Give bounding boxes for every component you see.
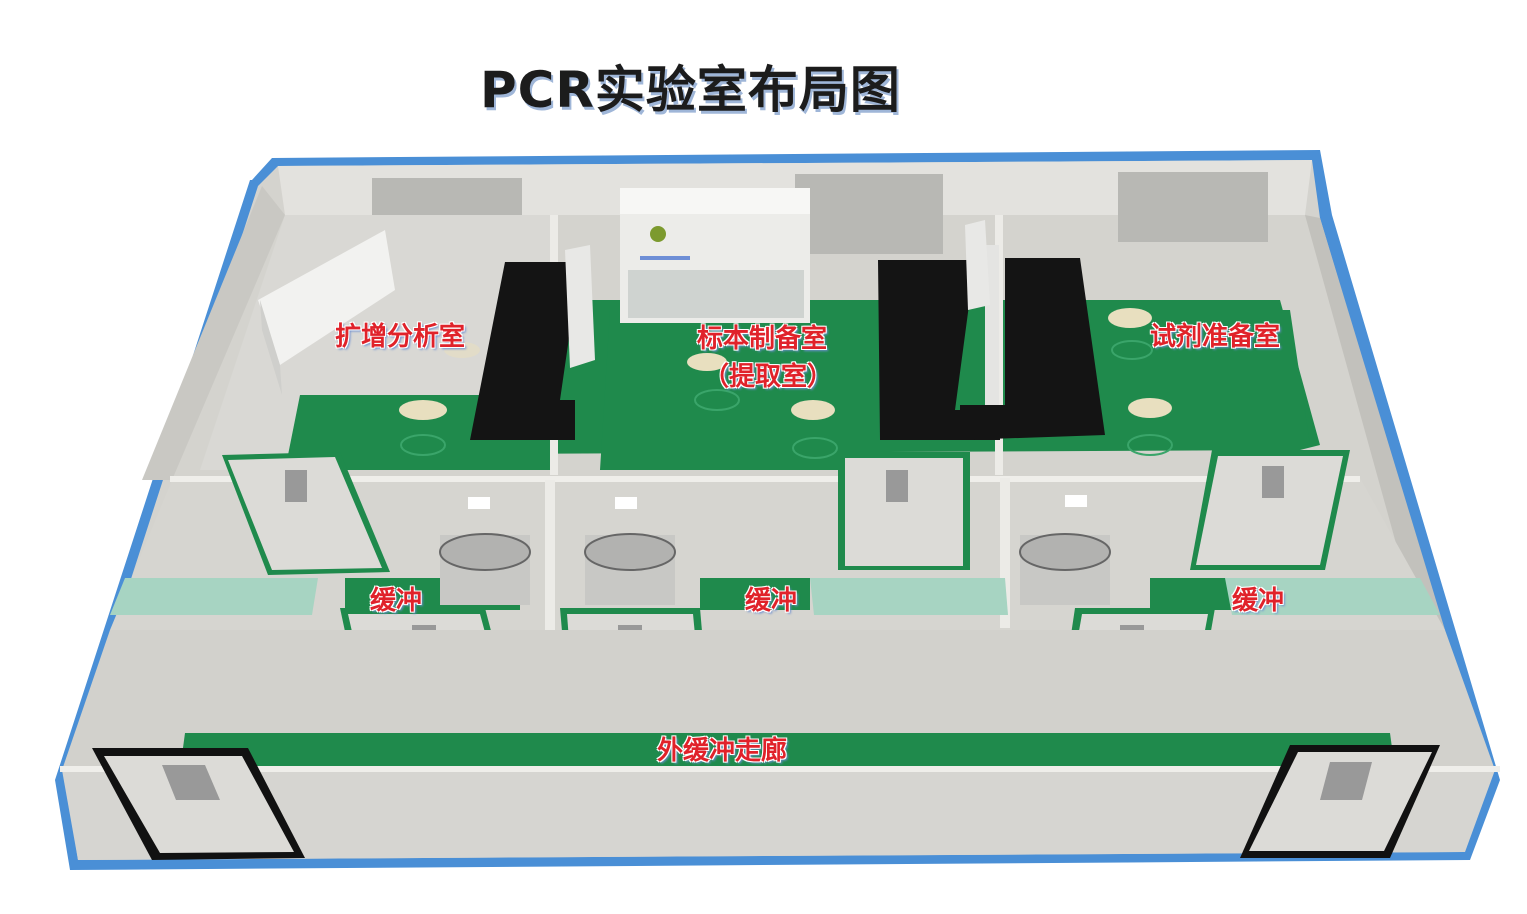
stool xyxy=(687,353,740,411)
sink xyxy=(439,497,531,605)
wall-panel xyxy=(1118,172,1268,242)
workbench-white xyxy=(258,230,395,365)
door xyxy=(838,452,970,570)
sink xyxy=(1019,495,1111,605)
buffer-floor xyxy=(1150,578,1240,610)
stool xyxy=(1127,398,1173,456)
bench-black xyxy=(960,258,1105,440)
page-title: PCR实验室布局图 xyxy=(480,61,901,119)
exit-door-left xyxy=(92,748,305,860)
door xyxy=(222,452,390,575)
buffer-panel xyxy=(1225,578,1440,615)
door xyxy=(1190,450,1350,570)
buffer-panel xyxy=(110,578,318,615)
front-wall xyxy=(62,770,1495,860)
bench-black xyxy=(878,260,1000,440)
room-label-reagent-prep: 试剂准备室 xyxy=(1150,322,1281,352)
room-floor-sample xyxy=(600,310,880,470)
stool xyxy=(399,400,447,456)
room-label-amplification: 扩增分析室 xyxy=(335,322,466,352)
corridor-floor xyxy=(180,733,1395,770)
left-wall xyxy=(142,186,285,480)
bench-riser xyxy=(965,220,990,310)
stool xyxy=(791,400,838,459)
buffer-floor xyxy=(700,578,810,610)
bench-black xyxy=(470,262,580,440)
corridor-label: 外缓冲走廊 xyxy=(657,736,788,766)
buffer-panel xyxy=(810,578,1008,615)
buffer-label-1: 缓冲 xyxy=(370,586,423,616)
bench-riser xyxy=(565,245,595,368)
room-sublabel-extraction: （提取室） xyxy=(703,362,834,392)
buffer-label-3: 缓冲 xyxy=(1232,586,1285,616)
stool xyxy=(444,342,480,358)
right-wall xyxy=(1305,215,1445,630)
buffer-partition xyxy=(1000,478,1010,628)
biosafety-cabinet xyxy=(620,188,810,323)
stool xyxy=(1108,308,1153,360)
buffer-partition xyxy=(545,480,555,630)
exit-door-right xyxy=(1240,745,1440,858)
room-label-sample-prep: 标本制备室 xyxy=(697,324,828,354)
buffer-label-2: 缓冲 xyxy=(745,586,798,616)
wall-panel xyxy=(795,174,943,254)
sink xyxy=(584,497,676,605)
